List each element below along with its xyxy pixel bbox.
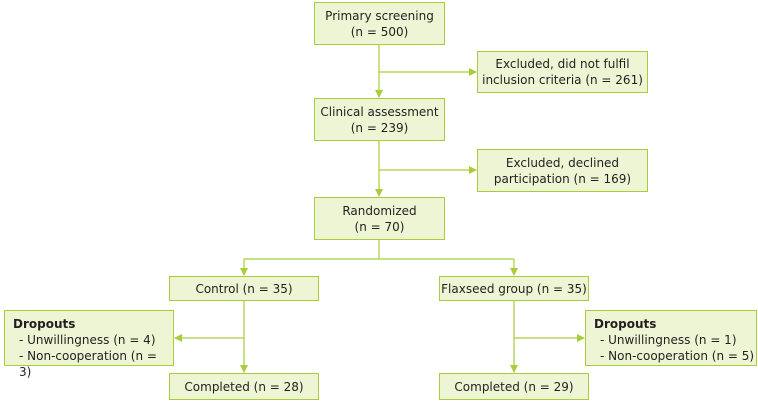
primary-screening-box: Primary screening (n = 500): [314, 2, 445, 45]
dropouts-flaxseed-item: - Unwillingness (n = 1): [600, 333, 737, 347]
primary-screening-title: Primary screening: [325, 8, 434, 23]
completed-control-box: Completed (n = 28): [169, 373, 319, 400]
excluded-declined-box: Excluded, declined participation (n = 16…: [477, 149, 648, 192]
control-group-box: Control (n = 35): [169, 276, 319, 301]
excluded-declined-line2: participation (n = 169): [493, 171, 632, 186]
excluded-declined-line1: Excluded, declined: [505, 155, 620, 170]
excluded-criteria-line1: Excluded, did not fulfil: [495, 57, 630, 71]
clinical-assessment-box: Clinical assessment (n = 239): [314, 98, 445, 141]
excluded-criteria-box: Excluded, did not fulfil inclusion crite…: [477, 51, 648, 93]
dropouts-control-box: Dropouts - Unwillingness (n = 4) - Non-c…: [4, 310, 174, 379]
flaxseed-group-label: Flaxseed group (n = 35): [441, 281, 587, 296]
dropouts-control-item: - Non-cooperation (n = 3): [19, 349, 157, 379]
randomized-count: (n = 70): [354, 219, 405, 234]
dropouts-control-heading: Dropouts: [13, 317, 76, 331]
clinical-assessment-title: Clinical assessment: [320, 104, 439, 119]
completed-control-label: Completed (n = 28): [184, 379, 304, 394]
dropouts-flaxseed-box: Dropouts - Unwillingness (n = 1) - Non-c…: [585, 310, 757, 366]
clinical-assessment-count: (n = 239): [350, 120, 409, 135]
flaxseed-group-box: Flaxseed group (n = 35): [439, 276, 589, 301]
randomized-box: Randomized (n = 70): [314, 197, 445, 240]
completed-flaxseed-box: Completed (n = 29): [439, 373, 589, 400]
excluded-criteria-line2: inclusion criteria (n = 261): [482, 73, 643, 87]
dropouts-control-item: - Unwillingness (n = 4): [19, 333, 156, 347]
dropouts-flaxseed-heading: Dropouts: [594, 317, 657, 331]
randomized-title: Randomized: [342, 203, 417, 218]
primary-screening-count: (n = 500): [350, 24, 409, 39]
dropouts-flaxseed-item: - Non-cooperation (n = 5): [600, 349, 755, 363]
control-group-label: Control (n = 35): [195, 281, 293, 296]
completed-flaxseed-label: Completed (n = 29): [454, 379, 574, 394]
